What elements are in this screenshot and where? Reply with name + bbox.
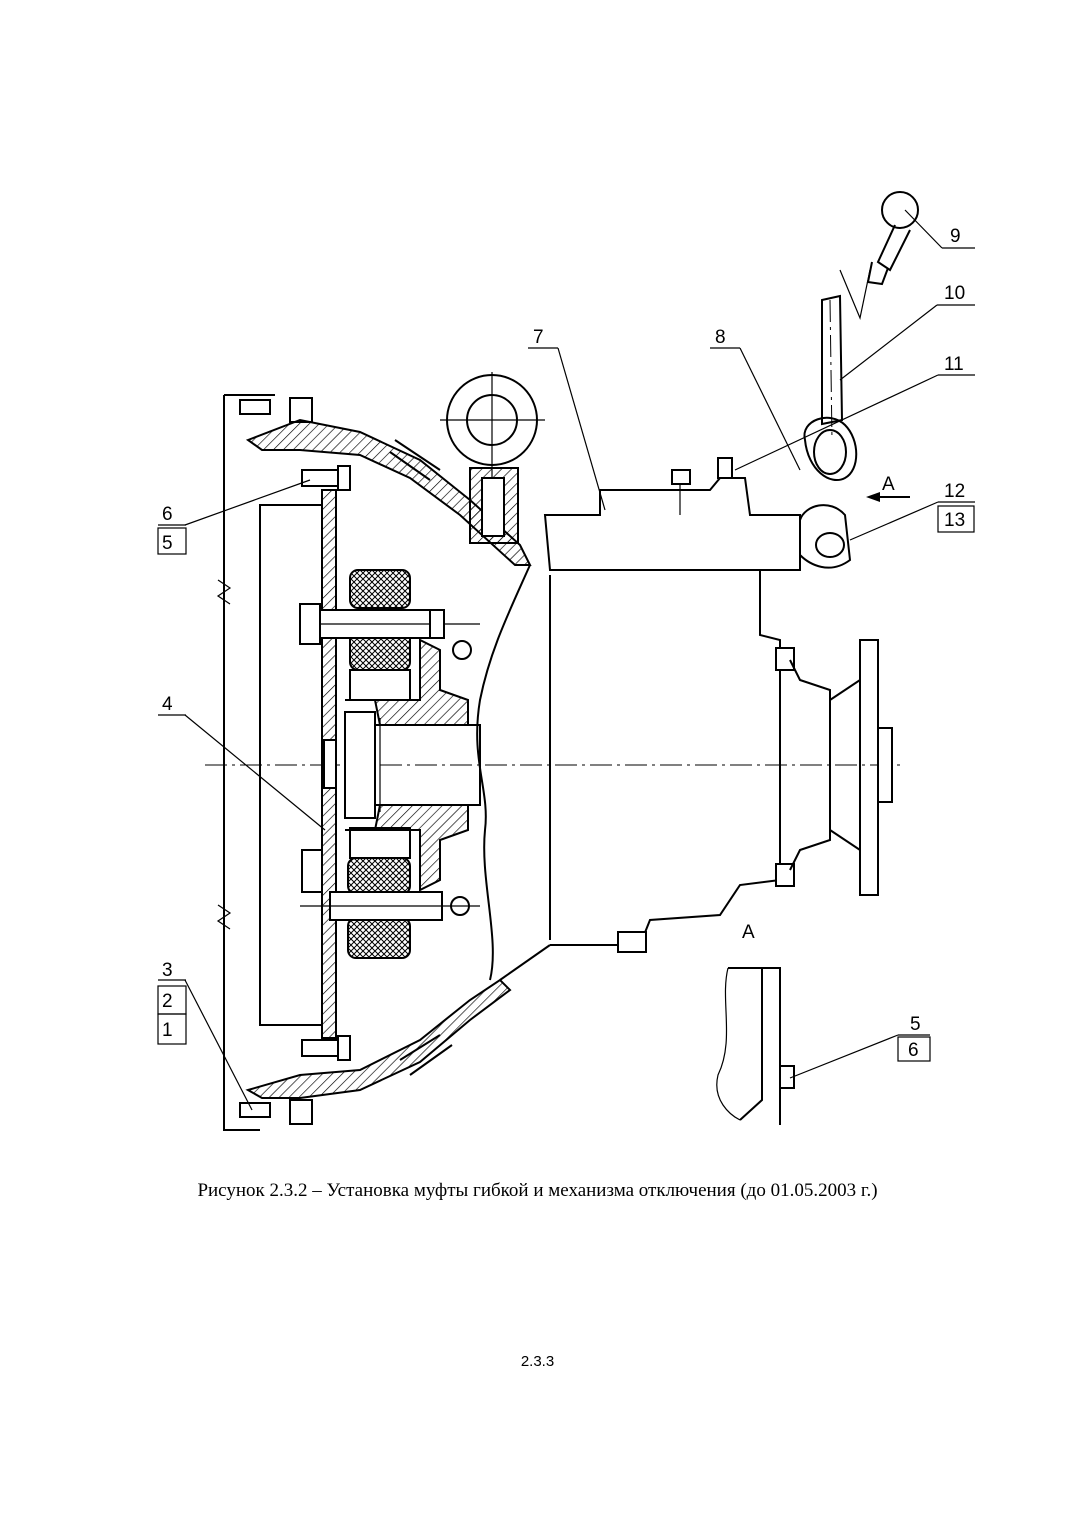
callout-5: 5 bbox=[162, 533, 173, 554]
callout-9: 9 bbox=[950, 226, 961, 247]
gearbox-body bbox=[499, 457, 893, 981]
callout-4: 4 bbox=[162, 694, 173, 715]
callout-2: 2 bbox=[162, 991, 173, 1012]
rubber-element-upper bbox=[299, 569, 480, 701]
break-line bbox=[476, 564, 531, 981]
coupling-hub bbox=[344, 638, 481, 892]
detail-view-a: А bbox=[716, 922, 795, 1125]
callout-7: 7 bbox=[533, 327, 544, 348]
callout-5b: 5 bbox=[910, 1014, 921, 1035]
callout-12: 12 bbox=[944, 481, 965, 502]
leader-lines bbox=[158, 209, 975, 1111]
callout-labels: 6 5 4 3 2 1 7 8 9 10 11 12 13 5 6 bbox=[157, 226, 975, 1062]
callout-1: 1 bbox=[162, 1020, 173, 1041]
callout-6: 6 bbox=[162, 504, 173, 525]
technical-drawing: А А 6 5 4 3 2 bbox=[157, 191, 975, 1131]
callout-8: 8 bbox=[715, 327, 726, 348]
figure-caption: Рисунок 2.3.2 – Установка муфты гибкой и… bbox=[197, 1180, 878, 1201]
disconnect-lever bbox=[799, 191, 919, 569]
view-label: А bbox=[882, 474, 895, 495]
page-number: 2.3.3 bbox=[520, 1353, 555, 1370]
coupling-disc bbox=[321, 489, 337, 1039]
callout-10: 10 bbox=[944, 283, 965, 304]
callout-3: 3 bbox=[162, 960, 173, 981]
callout-11: 11 bbox=[944, 354, 964, 375]
view-arrow: А bbox=[866, 474, 910, 502]
callout-13: 13 bbox=[944, 510, 965, 531]
bell-housing bbox=[245, 372, 545, 1099]
callout-6b: 6 bbox=[908, 1040, 919, 1061]
rubber-element-lower bbox=[300, 827, 480, 959]
section-label: А bbox=[742, 922, 755, 943]
